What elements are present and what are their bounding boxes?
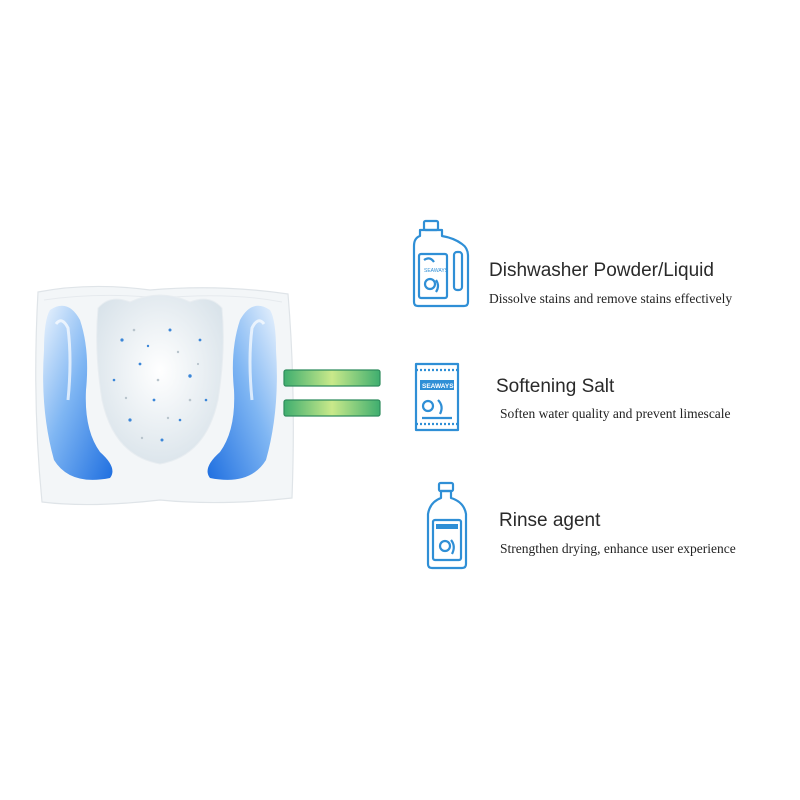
feature-title-softening-salt: Softening Salt	[496, 376, 615, 397]
feature-title-dishwasher-powder: Dishwasher Powder/Liquid	[489, 260, 714, 281]
dishwasher-pod-image	[35, 285, 294, 506]
feature-title-rinse-agent: Rinse agent	[499, 510, 601, 531]
feature-desc-rinse-agent: Strengthen drying, enhance user experien…	[500, 541, 736, 556]
feature-desc-dishwasher-powder: Dissolve stains and remove stains effect…	[489, 291, 733, 306]
svg-text:SEAWAYS: SEAWAYS	[424, 268, 449, 274]
equals-sign-icon	[283, 369, 381, 417]
feature-desc-softening-salt: Soften water quality and prevent limesca…	[500, 406, 731, 421]
detergent-bottle-icon: SEAWAYS	[412, 219, 470, 308]
rinse-bottle-icon	[426, 481, 468, 570]
salt-bag-label: SEAWAYS	[422, 383, 454, 390]
salt-bag-icon: SEAWAYS	[414, 362, 460, 432]
